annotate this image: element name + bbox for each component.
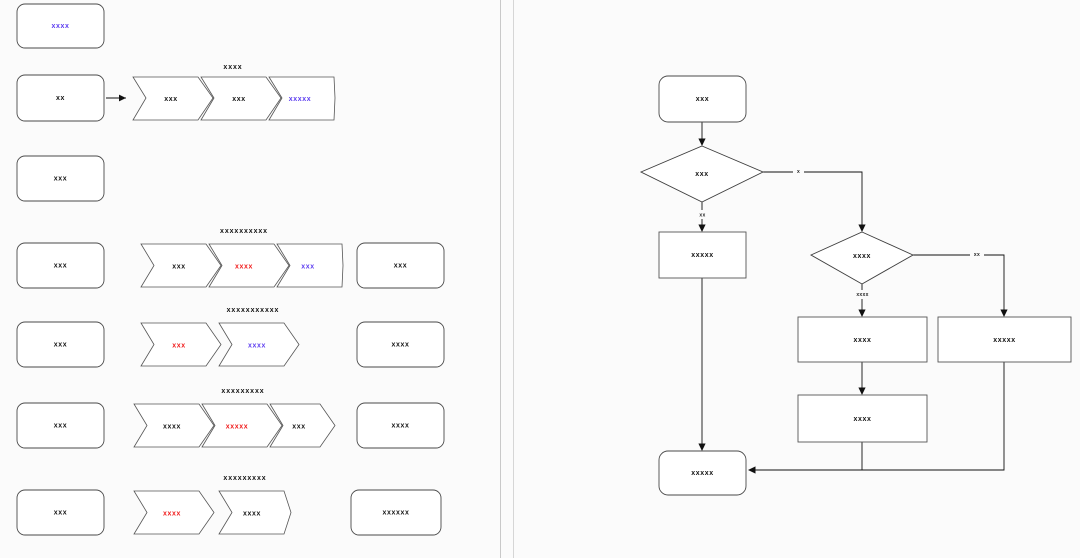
lane-right-box-5[interactable]: [356, 402, 445, 449]
lane-chevron-label-3-1: xxxx: [235, 263, 253, 270]
flow-node-process-d-label: xxxx: [854, 416, 872, 423]
arrowhead-dec1-to-dec2: [858, 224, 866, 232]
lane-left-box-label-2: xxx: [54, 175, 67, 182]
lane-chevron-label-4-0: xxx: [172, 342, 185, 349]
lane-chevron-3-1[interactable]: [208, 243, 290, 288]
lane-row-3: xxx xxxxxxxxxx xxx xxxx xxx xxx: [16, 228, 445, 289]
lane-right-box-4[interactable]: [356, 321, 445, 368]
flow-node-process-b-label: xxxx: [854, 337, 872, 344]
lane-group-label-3: xxxxxxxxxx: [220, 228, 268, 235]
arrowhead-procB-to-procD: [858, 387, 866, 395]
flow-node-process-c-label: xxxxx: [993, 337, 1015, 344]
lane-chevron-3-0[interactable]: [140, 243, 222, 288]
lane-chevron-label-5-0: xxxx: [163, 423, 181, 430]
lane-right-box-label-3: xxx: [394, 262, 407, 269]
lane-left-box-2[interactable]: [16, 155, 105, 202]
flow-node-process-d[interactable]: [797, 394, 928, 443]
lane-row-0: xxxx: [16, 3, 105, 49]
lane-chevron-6-1[interactable]: [218, 490, 292, 535]
flow-node-decision-1-label: xxx: [695, 171, 708, 178]
lane-chevron-1-2[interactable]: [268, 76, 336, 121]
lane-chevron-4-0[interactable]: [140, 322, 222, 367]
flow-node-start-label: xxx: [696, 96, 709, 103]
lane-chevron-label-6-0: xxxx: [163, 510, 181, 517]
left-panel: xxxx xx xxxx xxx xxx xxxxx: [16, 3, 445, 536]
flow-node-decision-2-label: xxxx: [853, 253, 871, 260]
flow-node-process-a[interactable]: [658, 231, 747, 279]
lane-left-box-0[interactable]: [16, 3, 105, 49]
lane-group-label-6: xxxxxxxxx: [223, 475, 266, 482]
lane-chevron-1-0[interactable]: [132, 76, 214, 121]
lane-chevron-5-2[interactable]: [269, 403, 336, 448]
lane-row-5: xxx xxxxxxxxx xxxx xxxxx xxx xxxx: [16, 388, 445, 449]
flow-nodes: xxx xxx xxxxx xxxx xxxx xxxxx xxxx: [639, 75, 1072, 496]
arrowhead-start-to-dec1: [698, 138, 706, 146]
lane-group-label-5: xxxxxxxxx: [221, 388, 264, 395]
lane-chevron-label-4-1: xxxx: [248, 342, 266, 349]
lane-row-4: xxx xxxxxxxxxxx xxx xxxx xxxx: [16, 307, 445, 368]
flow-edge-label-dec2-yes: xxxx: [856, 292, 868, 298]
lane-chevron-label-3-0: xxx: [172, 263, 185, 270]
lane-chevron-label-1-1: xxx: [232, 96, 245, 103]
flow-node-start[interactable]: [658, 75, 747, 123]
flow-node-process-a-label: xxxxx: [691, 252, 713, 259]
lane-group-label-1: xxxx: [223, 64, 242, 71]
lane-chevron-3-2[interactable]: [276, 243, 344, 288]
arrowhead-procD-to-end: [748, 466, 756, 474]
lane-chevron-label-5-2: xxx: [292, 423, 305, 430]
lane-chevron-label-6-1: xxxx: [243, 510, 261, 517]
lane-right-box-label-4: xxxx: [392, 341, 410, 348]
right-panel: xx x xxxx xx xxx xxx xxxxx: [639, 75, 1072, 496]
lane-left-box-label-3: xxx: [54, 262, 67, 269]
lane-left-box-label-4: xxx: [54, 341, 67, 348]
arrowhead-procA-to-end: [698, 443, 706, 451]
lane-right-box-label-6: xxxxxx: [383, 509, 410, 516]
lane-left-box-1[interactable]: [16, 74, 105, 122]
arrowhead-dec1-to-procA: [698, 224, 706, 232]
lane-connector-arrow-1: [106, 94, 126, 102]
lane-row-2: xxx: [16, 155, 105, 202]
lane-right-box-3[interactable]: [356, 242, 445, 289]
lane-chevron-6-0[interactable]: [133, 490, 215, 535]
lane-chevron-label-1-0: xxx: [164, 96, 177, 103]
lane-right-box-label-5: xxxx: [392, 422, 410, 429]
flow-edges: [698, 122, 1008, 474]
lane-chevron-4-1[interactable]: [218, 322, 300, 367]
flow-node-end[interactable]: [658, 450, 747, 496]
flow-edge-label-dec2-no: xx: [974, 252, 980, 258]
lane-left-box-label-6: xxx: [54, 509, 67, 516]
lane-left-box-label-5: xxx: [54, 422, 67, 429]
lane-chevron-1-1[interactable]: [200, 76, 282, 121]
lane-left-box-label-0: xxxx: [52, 23, 70, 30]
lane-chevron-5-0[interactable]: [133, 403, 215, 448]
lane-row-6: xxx xxxxxxxxx xxxx xxxx xxxxxx: [16, 475, 442, 536]
lane-group-label-4: xxxxxxxxxxx: [227, 307, 280, 314]
arrowhead-dec2-to-procB: [858, 309, 866, 317]
flow-node-end-label: xxxxx: [691, 470, 713, 477]
page-divider: [500, 0, 514, 558]
flow-node-decision-1[interactable]: [639, 145, 765, 203]
flow-edge-label-dec1-yes: xx: [699, 212, 705, 218]
flow-edge-labels: xx x xxxx xx: [696, 167, 984, 299]
flow-node-process-b[interactable]: [797, 316, 928, 363]
lane-chevron-label-1-2: xxxxx: [289, 96, 311, 103]
lane-row-1: xx xxxx xxx xxx xxxxx: [16, 64, 336, 122]
flow-edge-label-dec1-no: x: [797, 169, 800, 175]
lane-chevron-label-5-1: xxxxx: [226, 423, 248, 430]
lane-left-box-4[interactable]: [16, 321, 105, 368]
lane-right-box-6[interactable]: [350, 489, 442, 536]
flow-node-process-c[interactable]: [937, 316, 1072, 363]
lane-left-box-6[interactable]: [16, 489, 105, 536]
lane-left-box-5[interactable]: [16, 402, 105, 449]
lane-left-box-3[interactable]: [16, 242, 105, 289]
lane-chevron-5-1[interactable]: [201, 403, 283, 448]
flow-node-decision-2[interactable]: [810, 231, 914, 285]
lane-left-box-label-1: xx: [56, 95, 65, 102]
lane-chevron-label-3-2: xxx: [301, 263, 314, 270]
arrowhead-dec2-to-procC: [1000, 309, 1008, 317]
